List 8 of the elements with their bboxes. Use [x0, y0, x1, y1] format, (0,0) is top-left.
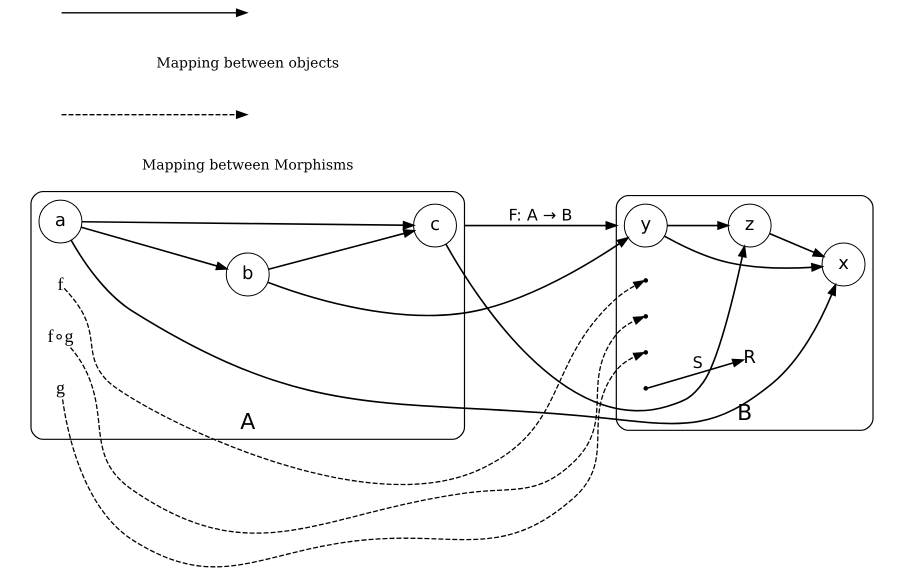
node-text: g: [56, 378, 65, 398]
legend-label: Mapping between objects: [156, 55, 340, 72]
node-text: R: [743, 346, 756, 368]
edge-label: F: A → B: [508, 205, 572, 224]
node-text: f: [57, 274, 64, 294]
edge-label: S: [692, 353, 703, 372]
legend-label: Mapping between Morphisms: [142, 157, 354, 174]
node-text: f∘g: [47, 326, 74, 346]
